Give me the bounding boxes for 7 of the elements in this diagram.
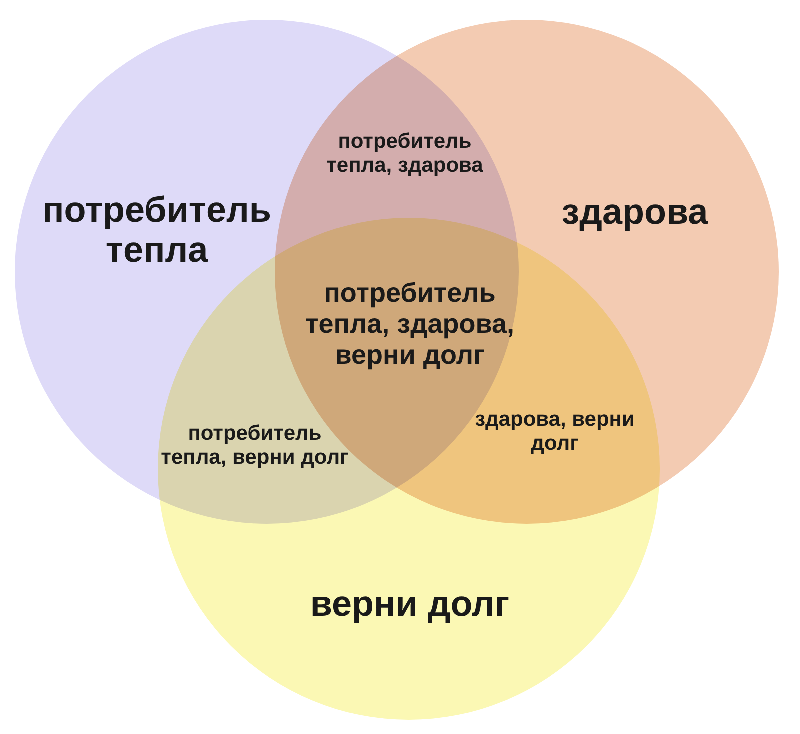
region-label: здарова, верни долг [474, 408, 636, 456]
circle-label: верни долг [309, 584, 511, 624]
region-label: потребитель тепла, верни долг [160, 422, 350, 470]
circle-label: здарова [560, 192, 710, 232]
region-label: потребитель тепла, здарова [326, 130, 484, 178]
region-label: потребитель тепла, здарова, верни долг [304, 278, 516, 372]
circle-label: потребитель тепла [41, 190, 273, 270]
